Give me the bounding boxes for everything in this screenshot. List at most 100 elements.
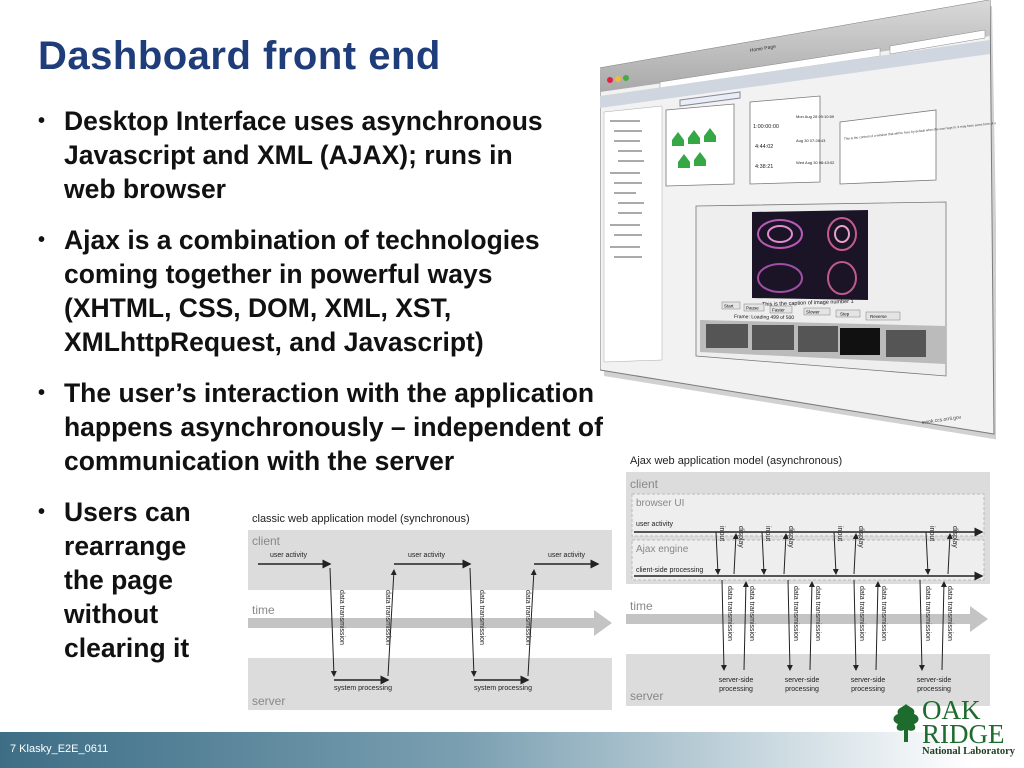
logo-subtitle: National Laboratory	[922, 746, 1016, 757]
transmission-arrow	[329, 567, 337, 677]
frame-status: Frame: Loading 499 of 500	[734, 314, 794, 321]
display-label: display	[857, 526, 864, 548]
start-button[interactable]	[721, 301, 741, 310]
step-button-label: Step	[840, 312, 850, 317]
bullet-text: The user’s interaction with the applicat…	[64, 378, 603, 476]
oak-leaf-icon	[893, 704, 919, 742]
input-label: input	[836, 526, 843, 541]
input-label: input	[718, 526, 725, 541]
bullet-dot-icon: •	[38, 229, 46, 251]
server-band	[248, 658, 612, 710]
pause-button[interactable]	[743, 303, 765, 312]
bullet-item: • Desktop Interface uses asynchronous Jav…	[36, 104, 603, 206]
system-processing-label: system processing	[334, 685, 392, 692]
display-arrow	[782, 533, 789, 575]
input-label: input	[764, 526, 771, 541]
data-transmission-label: data transmission	[478, 590, 485, 645]
user-activity-label: user activity	[408, 552, 445, 559]
transmission-arrow	[808, 581, 815, 671]
user-activity-label: user activity	[270, 552, 307, 559]
transmission-arrow	[940, 581, 947, 671]
dashboard-screenshot: Home Page 1:00:00:00 Mon Aug 28 09:10:59…	[600, 0, 996, 440]
status-url: ewok.ccs.ornl.gov	[921, 414, 962, 426]
input-arrow	[760, 531, 767, 575]
transmission-arrow	[720, 579, 727, 671]
system-processing-label: system processing	[474, 685, 532, 692]
time-arrow	[248, 610, 612, 636]
input-arrow	[832, 531, 839, 575]
traffic-light-icon	[607, 77, 613, 83]
server-side-processing-label: server-side	[785, 677, 820, 684]
display-arrow	[732, 533, 739, 575]
time-value: 4:38:21	[755, 164, 773, 170]
transmission-arrow	[918, 579, 925, 671]
reverse-button[interactable]	[865, 311, 901, 321]
data-transmission-label: data transmission	[338, 590, 345, 645]
date-value: Aug 30 07:28:43	[796, 138, 826, 143]
time-value: 4:44:02	[755, 144, 773, 150]
client-label: client	[252, 534, 281, 548]
data-transmission-label: data transmission	[726, 586, 733, 641]
transmission-arrow	[874, 581, 881, 671]
traffic-light-icon	[623, 75, 629, 81]
transmission-arrow	[786, 579, 793, 671]
slower-button[interactable]	[803, 307, 831, 316]
server-side-processing-label: processing	[851, 686, 885, 693]
time-label: time	[252, 603, 275, 617]
data-transmission-label: data transmission	[858, 586, 865, 641]
transmission-arrow	[387, 569, 397, 677]
display-label: display	[787, 526, 794, 548]
transmission-arrow	[742, 581, 749, 671]
data-transmission-label: data transmission	[814, 586, 821, 641]
client-label: client	[630, 477, 659, 491]
pause-button-label: Pause	[746, 306, 759, 311]
input-label: input	[928, 526, 935, 541]
data-transmission-label: data transmission	[880, 586, 887, 641]
logo-name-line1: OAK	[922, 695, 981, 725]
server-side-processing-label: server-side	[917, 677, 952, 684]
start-button-label: Start	[724, 304, 734, 309]
bullet-item: •Users can rearrange the page without cl…	[36, 495, 603, 665]
input-arrow	[714, 531, 721, 575]
bullet-dot-icon: •	[38, 110, 46, 132]
data-transmission-label: data transmission	[524, 590, 531, 645]
server-side-processing-label: server-side	[719, 677, 754, 684]
ajax-diagram-title: Ajax web application model (asynchronous…	[630, 455, 842, 467]
transmission-arrow	[469, 567, 477, 677]
ajax-engine-label: Ajax engine	[636, 544, 689, 555]
faster-button-label: Faster	[772, 308, 785, 313]
server-side-processing-label: processing	[917, 686, 951, 693]
server-side-processing-label: processing	[785, 686, 819, 693]
server-band	[626, 654, 990, 706]
slower-button-label: Slower	[806, 310, 820, 315]
transmission-arrow	[852, 579, 859, 671]
server-side-processing-label: server-side	[851, 677, 886, 684]
oak-ridge-logo: OAK RIDGE National Laboratory	[890, 695, 1016, 762]
bullet-item: • Ajax is a combination of technologies c…	[36, 223, 603, 359]
user-activity-label: user activity	[636, 521, 673, 528]
bullet-dot-icon: •	[38, 382, 46, 404]
client-band	[248, 530, 612, 590]
faster-button[interactable]	[769, 305, 793, 314]
bullet-text: Ajax is a combination of technologies co…	[64, 225, 540, 357]
display-label: display	[951, 526, 958, 548]
transmission-arrow	[527, 569, 537, 677]
time-arrow	[626, 606, 988, 632]
traffic-light-icon	[615, 76, 621, 82]
browser-window-title: Home Page	[749, 44, 776, 54]
data-transmission-label: data transmission	[792, 586, 799, 641]
date-value: Wed Aug 30 08:43:02	[796, 160, 835, 165]
step-button[interactable]	[835, 309, 861, 318]
browser-ui-label: browser UI	[636, 498, 684, 509]
logo-name-line2: RIDGE	[922, 719, 1005, 749]
house-icon	[672, 128, 716, 168]
bullet-text: Desktop Interface uses asynchronous Java…	[64, 106, 543, 204]
footer-text: 7 Klasky_E2E_0611	[10, 743, 109, 755]
bullet-text: Users can rearrange the page without cle…	[64, 497, 191, 663]
date-value: Mon Aug 28 09:10:59	[796, 114, 835, 119]
image-caption: This is the caption of image number 1	[762, 299, 854, 308]
display-arrow	[852, 533, 859, 575]
data-transmission-label: data transmission	[748, 586, 755, 641]
data-transmission-label: data transmission	[946, 586, 953, 641]
data-transmission-label: data transmission	[924, 586, 931, 641]
